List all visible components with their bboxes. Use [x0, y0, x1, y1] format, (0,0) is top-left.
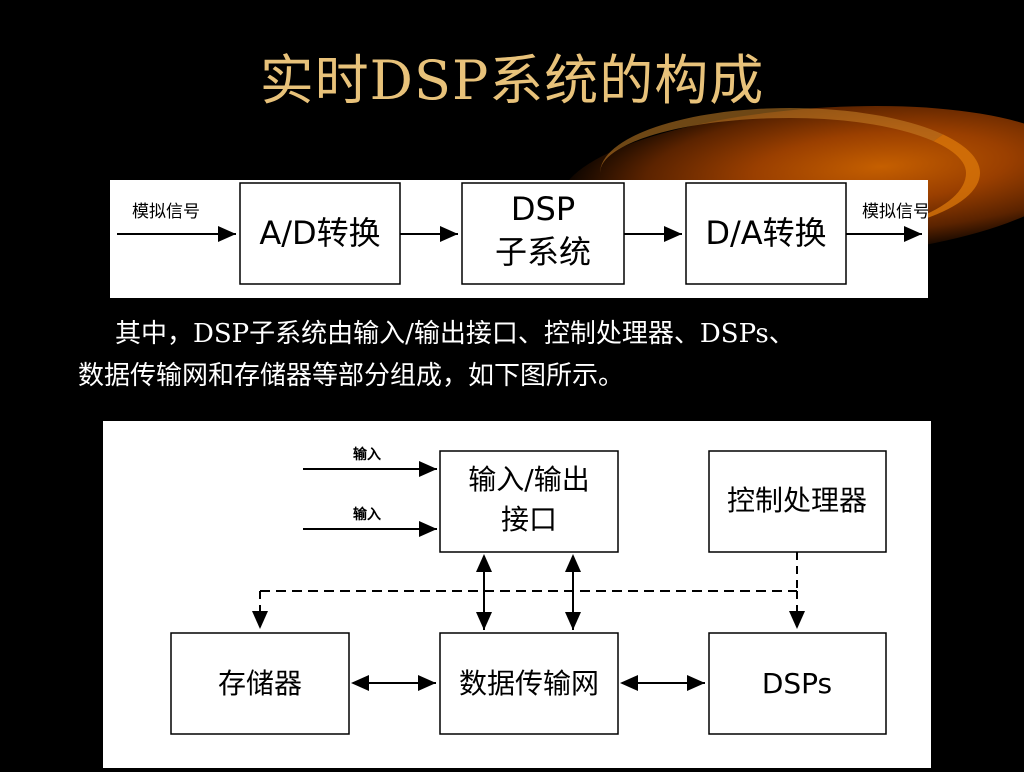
control-processor-label: 控制处理器 [727, 484, 867, 517]
dsps-label: DSPs [762, 667, 832, 700]
pipeline-output-label: 模拟信号 [862, 202, 928, 222]
pipeline-diagram: 模拟信号 A/D转换 DSP 子系统 D/A转换 模拟信号 [110, 180, 930, 298]
storage-label: 存储器 [218, 667, 302, 700]
data-network-block [439, 632, 619, 735]
io-interface-label-1: 输入/输出 [468, 463, 589, 496]
architecture-diagram: 输入 输入 输入/输出 接口 控制处理器 存储器 数据传输网 DSPs [103, 421, 931, 768]
control-processor-block [708, 450, 887, 553]
storage-block [170, 632, 350, 735]
paragraph-line-2: 数据传输网和存储器等部分组成，如下图所示。 [78, 361, 625, 391]
ad-converter-block [239, 182, 401, 285]
ad-converter-label: A/D转换 [259, 214, 380, 252]
da-converter-label: D/A转换 [705, 214, 826, 252]
input-arrow-label-1: 输入 [353, 446, 381, 463]
pipeline-input-label: 模拟信号 [132, 202, 200, 222]
description-paragraph: 其中，DSP子系统由输入/输出接口、控制处理器、DSPs、 数据传输网和存储器等… [78, 313, 998, 397]
da-converter-block [685, 182, 847, 285]
io-interface-label-2: 接口 [501, 503, 557, 536]
io-interface-block [439, 450, 619, 553]
data-network-label: 数据传输网 [459, 667, 599, 700]
dsps-block [708, 632, 887, 735]
dsp-subsystem-block [461, 182, 625, 285]
slide-title: 实时DSP系统的构成 [259, 49, 765, 112]
input-arrow-label-2: 输入 [353, 506, 381, 523]
dsp-subsystem-label-2: 子系统 [495, 233, 591, 271]
dsp-subsystem-label-1: DSP [511, 190, 575, 228]
paragraph-line-1: 其中，DSP子系统由输入/输出接口、控制处理器、DSPs、 [115, 319, 795, 349]
